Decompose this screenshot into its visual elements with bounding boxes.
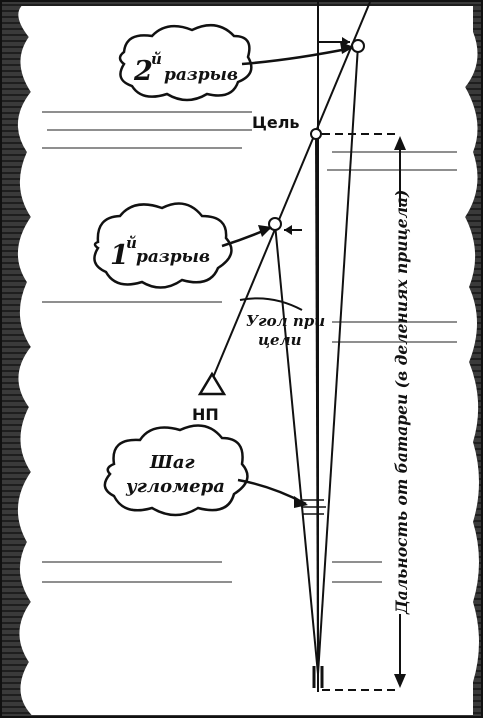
first-deviation-arrowhead — [284, 225, 292, 235]
second-burst-callout-tail — [241, 46, 353, 66]
range-dim-arrow-down — [394, 674, 406, 688]
battery-second-burst-line — [317, 45, 359, 675]
traverse-step-line1: Шаг — [149, 452, 195, 473]
observation-post-triangle — [197, 371, 227, 396]
battery-target-line — [315, 133, 319, 675]
angle-label-line2: цели — [258, 331, 302, 349]
range-label: Дальность от батареи (в делениях прицела… — [392, 190, 411, 615]
angle-at-target-arc — [239, 297, 303, 311]
second-burst-word: разрыв — [164, 65, 238, 85]
print-hatching — [42, 111, 457, 583]
traverse-step-callout-arrow — [294, 496, 308, 508]
first-burst-sup: й — [126, 234, 137, 252]
traverse-step-marks — [302, 499, 326, 515]
angle-label-line1: Угол при — [246, 312, 325, 330]
target-point — [310, 128, 322, 140]
second-burst-point — [351, 39, 365, 53]
first-burst-callout-arrow — [258, 225, 272, 237]
observation-post-label: НП — [192, 405, 219, 424]
range-dim-arrow-up — [394, 136, 406, 150]
traverse-step-line2: угломера — [125, 476, 225, 497]
observer-line — [211, 2, 371, 381]
battery-first-burst-line — [274, 223, 319, 675]
traverse-step-callout — [103, 424, 249, 517]
second-burst-callout — [118, 23, 253, 102]
second-burst-callout-arrow — [340, 42, 354, 54]
paper-cloud — [17, 6, 479, 715]
second-burst-sup: й — [151, 50, 162, 68]
first-burst-number: 1 — [110, 240, 129, 271]
battery-symbol — [312, 666, 324, 688]
first-burst-word: разрыв — [136, 247, 210, 267]
target-label: Цель — [252, 113, 300, 132]
first-burst-callout — [93, 202, 233, 289]
second-burst-number: 2 — [133, 56, 153, 87]
